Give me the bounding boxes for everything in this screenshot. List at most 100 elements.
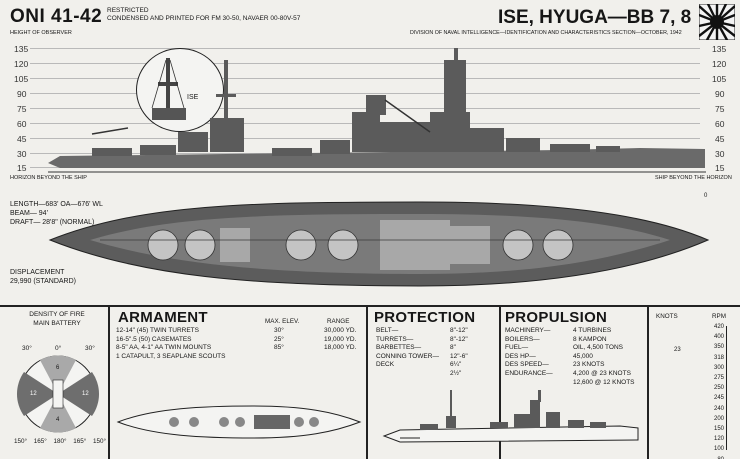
protection-value: 8"-12" [450,327,468,334]
bottom-panel-divider [0,305,740,307]
propulsion-label: ENDURANCE— [505,369,553,377]
armament-desc: 8-5" AA, 4-1" AA TWIN MOUNTS [116,344,212,352]
propulsion-value: 4 TURBINES [573,327,612,334]
scale-right-30: 30 [715,149,725,159]
rpm-value: 150 [713,426,724,433]
propulsion-value: 8 KAMPON [573,335,607,343]
ship-plan-view [48,201,710,287]
condensed-label: CONDENSED AND PRINTED FOR FM 30-50, NAVA… [107,15,301,22]
rpm-value: 420 [713,324,724,330]
fire-label-0: 0° [55,345,62,352]
propulsion-row: DES SPEED— 23 KNOTS [505,361,645,370]
displacement-label: DISPLACEMENT [10,269,65,276]
propulsion-value: 12,600 @ 12 KNOTS [573,378,635,386]
scale-left-45: 45 [17,134,27,144]
fire-label-150-right: 150° [92,438,106,445]
propulsion-value: 4,200 @ 23 KNOTS [573,369,631,377]
rpm-value: 100 [713,446,724,453]
propulsion-row: BOILERS— 8 KAMPON [505,336,645,345]
horizon-zero-mark: 0 [704,193,708,199]
horizon-beyond-ship-label: HORIZON BEYOND THE SHIP [10,175,87,181]
doc-id: ONI 41-42 [10,6,103,27]
fire-title-line1: DENSITY OF FIRE [29,311,85,318]
rpm-scale: 420 400 350 318 300 275 250 245 240 200 … [684,322,724,459]
propulsion-label: BOILERS— [505,335,540,343]
draft-spec: DRAFT— 28'8" (NORMAL) [10,219,95,226]
fire-title-line2: MAIN BATTERY [33,319,81,327]
inset-label: ISE [187,94,199,101]
length-spec: LENGTH—683' OA—676' WL [10,201,103,208]
armament-range: 19,000 YD. [324,335,357,343]
scale-right-135: 135 [712,44,727,54]
propulsion-label: FUEL— [505,344,529,352]
protection-value: 8" [450,344,456,352]
scale-right-120: 120 [712,59,727,69]
propulsion-table: MACHINERY—4 TURBINES BOILERS— 8 KAMPON FU… [505,327,645,387]
protection-row: TURRETS—8"-12" [376,336,496,345]
scale-right-90: 90 [715,89,725,99]
armament-elev: 25° [274,335,284,343]
scale-right-45: 45 [715,134,725,144]
propulsion-row: FUEL—OIL, 4,500 TONS [505,344,645,353]
rpm-value: 200 [713,415,724,422]
displacement-block: DISPLACEMENT 29,990 (STANDARD) [10,268,76,286]
armament-range-header: RANGE [327,318,350,325]
height-of-observer: HEIGHT OF OBSERVER [10,30,72,36]
beam-spec: BEAM— 94' [10,210,48,217]
divider-propulsion-knots [647,305,649,459]
protection-row: BARBETTES—8" [376,344,496,353]
armament-range: 30,000 YD. [324,327,357,334]
protection-value: 6¼" [450,361,462,369]
propulsion-label: DES SPEED— [505,361,549,369]
armament-row: 8-5" AA, 4-1" AA TWIN MOUNTS 85° 18,000 … [116,344,362,353]
protection-label: DECK [376,361,395,369]
propulsion-title: PROPULSION [505,309,608,326]
protection-row: 2½" [376,370,496,379]
armament-desc: 16-5".5 (50) CASEMATES [116,335,192,343]
rpm-value: 245 [713,395,724,402]
propulsion-value: 45,000 [573,352,593,360]
armament-plan-view [116,405,362,439]
fire-bottom-labels: 150° 165° 180° 165° 150° [14,438,106,445]
scale-right-105: 105 [712,74,727,84]
fire-title: DENSITY OF FIRE MAIN BATTERY [22,311,92,328]
inset-circle [136,48,224,132]
dimensions-block: LENGTH—683' OA—676' WL BEAM— 94' DRAFT— … [10,200,103,227]
fire-label-165-left: 165° [33,438,47,445]
fire-label-30-right: 30° [85,345,95,352]
divider-armament-protection [366,305,368,459]
divider-fire-armament [108,305,110,459]
rpm-value: 400 [713,334,724,341]
scale-right-60: 60 [715,119,725,129]
scale-left-135: 135 [14,44,29,54]
rpm-value: 120 [713,436,724,443]
scale-left-15: 15 [17,163,27,173]
protection-label: BELT— [376,327,399,334]
rpm-value: 240 [713,405,724,412]
scale-right-75: 75 [715,104,725,114]
protection-table: BELT—8"-12" TURRETS—8"-12" BARBETTES—8" … [376,327,496,379]
fire-label-180: 180° [53,438,67,445]
propulsion-label: DES HP— [505,352,536,360]
scale-left-60: 60 [17,119,27,129]
ship-name-title: ISE, HYUGA—BB 7, 8 [498,7,692,28]
armament-range: 18,000 YD. [324,344,357,352]
protection-value: 8"-12" [450,335,468,343]
armament-table: 12-14" (45) TWIN TURRETS 30° 30,000 YD. … [116,327,362,361]
displacement-value: 29,990 (STANDARD) [10,278,77,285]
restricted-label: RESTRICTED [107,7,149,14]
armament-elev: 30° [274,327,284,334]
armament-desc: 1 CATAPULT, 3 SEAPLANE SCOUTS [116,352,226,360]
protection-value: 12"-6" [450,352,468,360]
speed-marker: 23 [674,347,681,353]
armament-row: 1 CATAPULT, 3 SEAPLANE SCOUTS [116,353,362,362]
rpm-value: 300 [713,364,724,371]
rpm-header: RPM [712,313,726,320]
propulsion-row: ENDURANCE— 4,200 @ 23 KNOTS [505,370,645,379]
rpm-value: 318 [713,354,724,361]
propulsion-label [505,379,573,388]
rpm-value: 350 [713,344,724,351]
propulsion-row: MACHINERY—4 TURBINES [505,327,645,336]
fire-density-diagram [16,355,100,433]
propulsion-value: 23 KNOTS [573,361,605,369]
